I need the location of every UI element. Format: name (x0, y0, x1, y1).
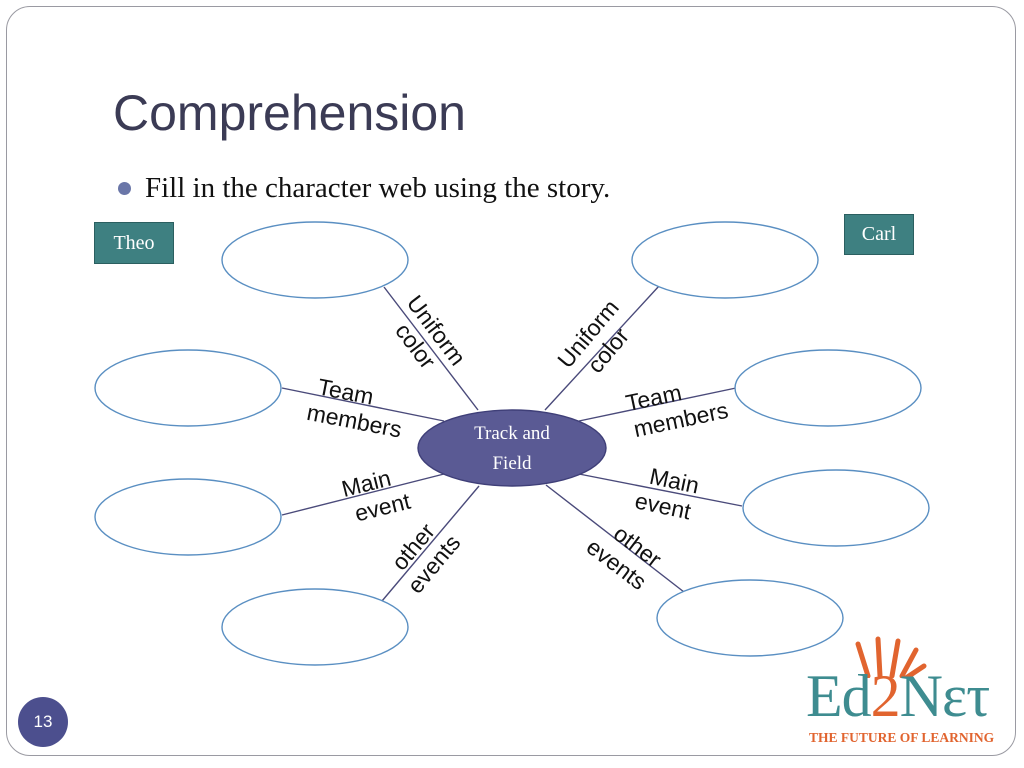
logo-suffix: Nετ (899, 663, 991, 729)
spoke-line-right-other (545, 484, 685, 593)
logo-prefix: Ed (806, 663, 872, 729)
blank-oval-left-1[interactable] (221, 221, 409, 299)
blank-oval-left-3[interactable] (94, 478, 282, 556)
center-label-line-2: Field (492, 453, 532, 474)
page-number-badge: 13 (18, 697, 68, 747)
raised-hand-icon (855, 636, 927, 678)
logo-wordmark: Ed2Nετ (806, 663, 991, 729)
logo-two: 2 (870, 663, 901, 729)
spoke-line-left-main (281, 473, 445, 516)
logo-tagline: THE FUTURE OF LEARNING (809, 730, 995, 745)
blank-oval-right-4[interactable] (656, 579, 844, 657)
character-label-carl: Carl (844, 214, 914, 255)
spoke-line-left-other (381, 485, 480, 602)
spoke-line-left-uniform (383, 286, 479, 411)
spoke-line-right-main (578, 473, 743, 507)
center-oval (417, 409, 607, 487)
blank-oval-left-4[interactable] (221, 588, 409, 666)
blank-oval-right-1[interactable] (631, 221, 819, 299)
bullet-text: Fill in the character web using the stor… (145, 172, 611, 204)
bullet-item: Fill in the character web using the stor… (118, 172, 610, 205)
spoke-line-right-uniform (544, 285, 660, 411)
bullet-dot-icon (118, 182, 131, 195)
center-label-line-1: Track and (474, 423, 550, 444)
blank-oval-right-2[interactable] (734, 349, 922, 427)
spoke-line-left-team (281, 387, 445, 422)
blank-oval-right-3[interactable] (742, 469, 930, 547)
slide-title: Comprehension (113, 85, 466, 141)
blank-oval-left-2[interactable] (94, 349, 282, 427)
ed2net-logo: Ed2Nετ THE FUTURE OF LEARNING (806, 636, 1010, 748)
character-label-theo: Theo (94, 222, 174, 264)
spoke-line-right-team (578, 387, 737, 422)
